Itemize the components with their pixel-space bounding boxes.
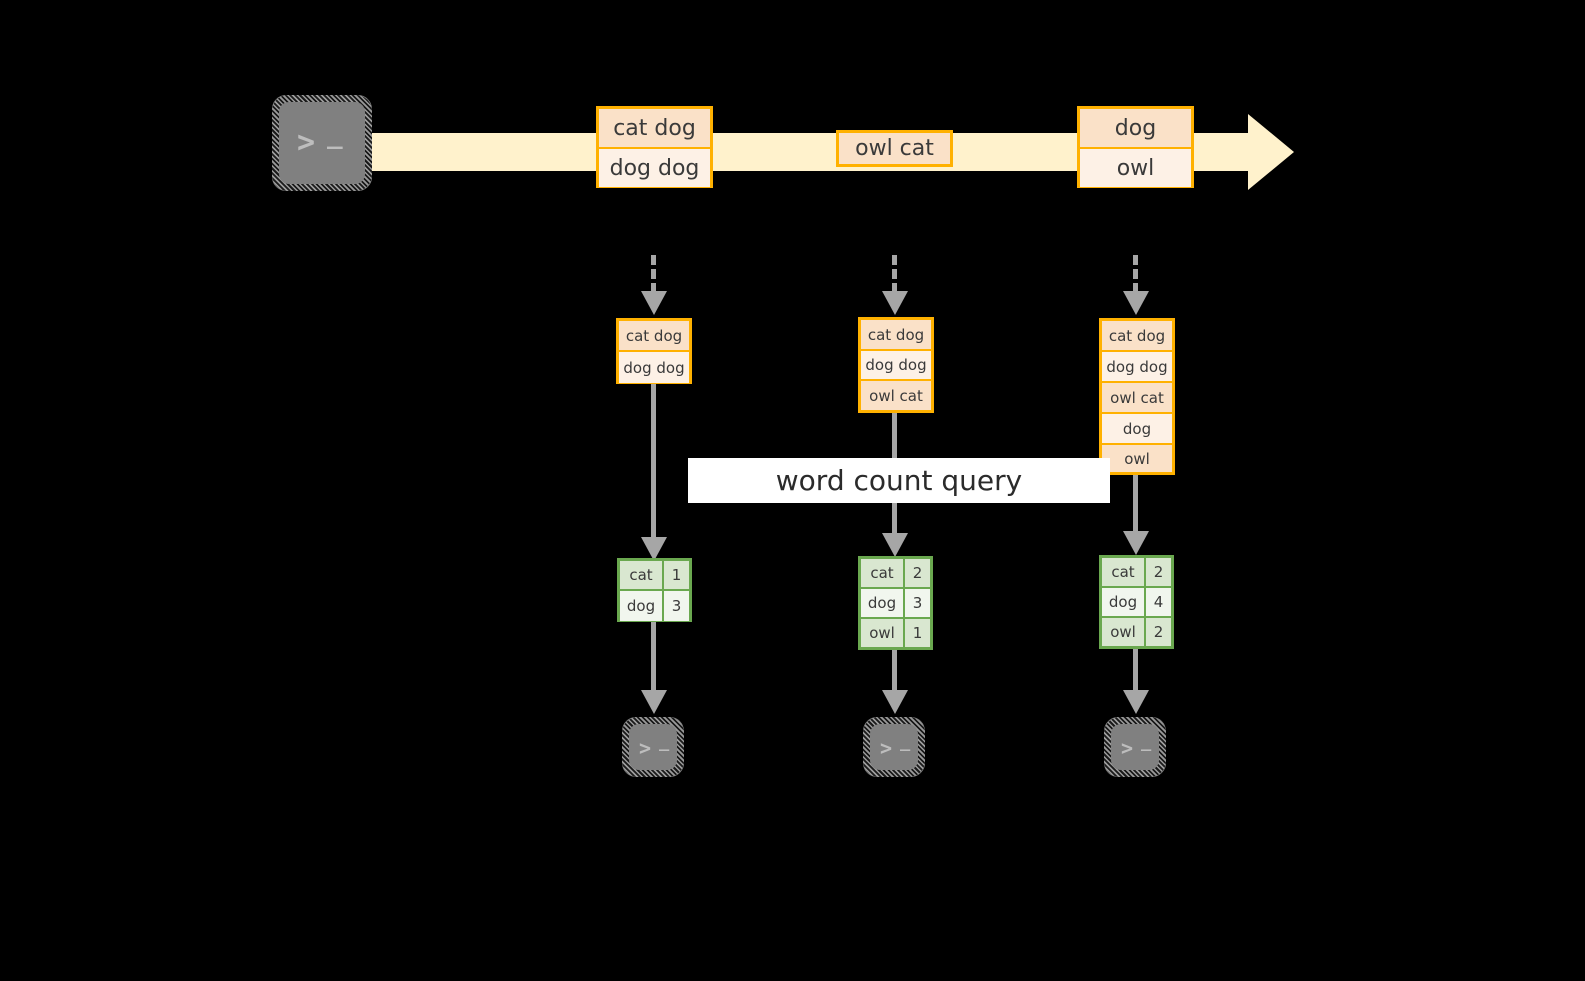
stream-tap-arrowhead-1 bbox=[641, 291, 667, 315]
terminal-chevron-icon: > bbox=[639, 736, 652, 760]
terminal-screen: > _ bbox=[279, 102, 365, 184]
terminal-screen: > _ bbox=[629, 724, 677, 770]
query-arrow-line-3 bbox=[1133, 475, 1138, 533]
stream-record: owl cat bbox=[839, 133, 950, 164]
snapshot-row: owl bbox=[1102, 445, 1172, 472]
terminal-chevron-icon: > bbox=[297, 125, 316, 160]
sink-arrow-head-3 bbox=[1123, 690, 1149, 714]
sink-arrow-head-1 bbox=[641, 690, 667, 714]
result-row: dog 3 bbox=[620, 591, 689, 621]
stream-arrowhead bbox=[1248, 114, 1294, 190]
stream-group-3[interactable]: dog owl bbox=[1077, 106, 1194, 188]
result-value: 3 bbox=[664, 591, 689, 621]
result-row: dog 3 bbox=[861, 589, 930, 619]
snapshot-row: dog dog bbox=[619, 352, 689, 383]
result-row: owl 1 bbox=[861, 619, 930, 647]
terminal-underscore-icon: _ bbox=[327, 120, 343, 150]
result-value: 2 bbox=[1146, 558, 1171, 586]
query-label-text: word count query bbox=[775, 464, 1023, 497]
result-row: cat 2 bbox=[1102, 558, 1171, 588]
snapshot-row: owl cat bbox=[861, 381, 931, 410]
snapshot-table-3[interactable]: cat dog dog dog owl cat dog owl bbox=[1099, 318, 1175, 475]
stream-group-2[interactable]: owl cat bbox=[836, 130, 953, 167]
stream-tap-arrowhead-3 bbox=[1123, 291, 1149, 315]
stream-record: owl bbox=[1080, 149, 1191, 187]
result-row: cat 2 bbox=[861, 559, 930, 589]
stream-tap-arrowhead-2 bbox=[882, 291, 908, 315]
sink-arrow-line-2 bbox=[892, 650, 897, 692]
sink-terminal-icon-3[interactable]: > _ bbox=[1104, 717, 1166, 777]
result-table-2[interactable]: cat 2 dog 3 owl 1 bbox=[858, 556, 933, 650]
result-key: owl bbox=[1102, 618, 1146, 646]
snapshot-row: cat dog bbox=[619, 321, 689, 352]
result-key: dog bbox=[861, 589, 905, 617]
sink-terminal-icon-1[interactable]: > _ bbox=[622, 717, 684, 777]
sink-arrow-head-2 bbox=[882, 690, 908, 714]
result-value: 4 bbox=[1146, 588, 1171, 616]
sink-terminal-icon-2[interactable]: > _ bbox=[863, 717, 925, 777]
result-table-3[interactable]: cat 2 dog 4 owl 2 bbox=[1099, 555, 1174, 649]
terminal-screen: > _ bbox=[1111, 724, 1159, 770]
snapshot-row: owl cat bbox=[1102, 383, 1172, 414]
query-arrow-head-1 bbox=[641, 537, 667, 561]
snapshot-row: cat dog bbox=[861, 320, 931, 351]
stream-group-1[interactable]: cat dog dog dog bbox=[596, 106, 713, 188]
snapshot-table-2[interactable]: cat dog dog dog owl cat bbox=[858, 317, 934, 413]
terminal-chevron-icon: > bbox=[1121, 736, 1134, 760]
snapshot-row: cat dog bbox=[1102, 321, 1172, 352]
result-value: 3 bbox=[905, 589, 930, 617]
query-arrow-line-1 bbox=[651, 384, 656, 539]
result-key: owl bbox=[861, 619, 905, 647]
snapshot-row: dog dog bbox=[861, 351, 931, 381]
result-key: cat bbox=[620, 561, 664, 589]
result-key: cat bbox=[1102, 558, 1146, 586]
snapshot-table-1[interactable]: cat dog dog dog bbox=[616, 318, 692, 384]
stream-tap-line-3 bbox=[1133, 255, 1138, 293]
terminal-screen: > _ bbox=[870, 724, 918, 770]
result-row: owl 2 bbox=[1102, 618, 1171, 646]
sink-arrow-line-1 bbox=[651, 622, 656, 692]
sink-arrow-line-3 bbox=[1133, 649, 1138, 692]
result-row: dog 4 bbox=[1102, 588, 1171, 618]
result-key: dog bbox=[620, 591, 664, 621]
query-arrow-head-2 bbox=[882, 533, 908, 557]
stream-record: dog dog bbox=[599, 149, 710, 187]
result-key: dog bbox=[1102, 588, 1146, 616]
result-value: 1 bbox=[664, 561, 689, 589]
query-label-banner: word count query bbox=[688, 458, 1110, 503]
snapshot-row: dog dog bbox=[1102, 352, 1172, 383]
result-table-1[interactable]: cat 1 dog 3 bbox=[617, 558, 692, 622]
terminal-chevron-icon: > bbox=[880, 736, 893, 760]
result-key: cat bbox=[861, 559, 905, 587]
terminal-underscore-icon: _ bbox=[900, 732, 911, 752]
result-value: 2 bbox=[1146, 618, 1171, 646]
result-value: 1 bbox=[905, 619, 930, 647]
stream-record: dog bbox=[1080, 109, 1191, 149]
terminal-underscore-icon: _ bbox=[659, 732, 670, 752]
stream-tap-line-2 bbox=[892, 255, 897, 293]
query-arrow-head-3 bbox=[1123, 531, 1149, 555]
terminal-underscore-icon: _ bbox=[1141, 732, 1152, 752]
source-terminal-icon[interactable]: > _ bbox=[272, 95, 372, 191]
result-row: cat 1 bbox=[620, 561, 689, 591]
stream-record: cat dog bbox=[599, 109, 710, 149]
result-value: 2 bbox=[905, 559, 930, 587]
snapshot-row: dog bbox=[1102, 414, 1172, 445]
stream-tap-line-1 bbox=[651, 255, 656, 293]
